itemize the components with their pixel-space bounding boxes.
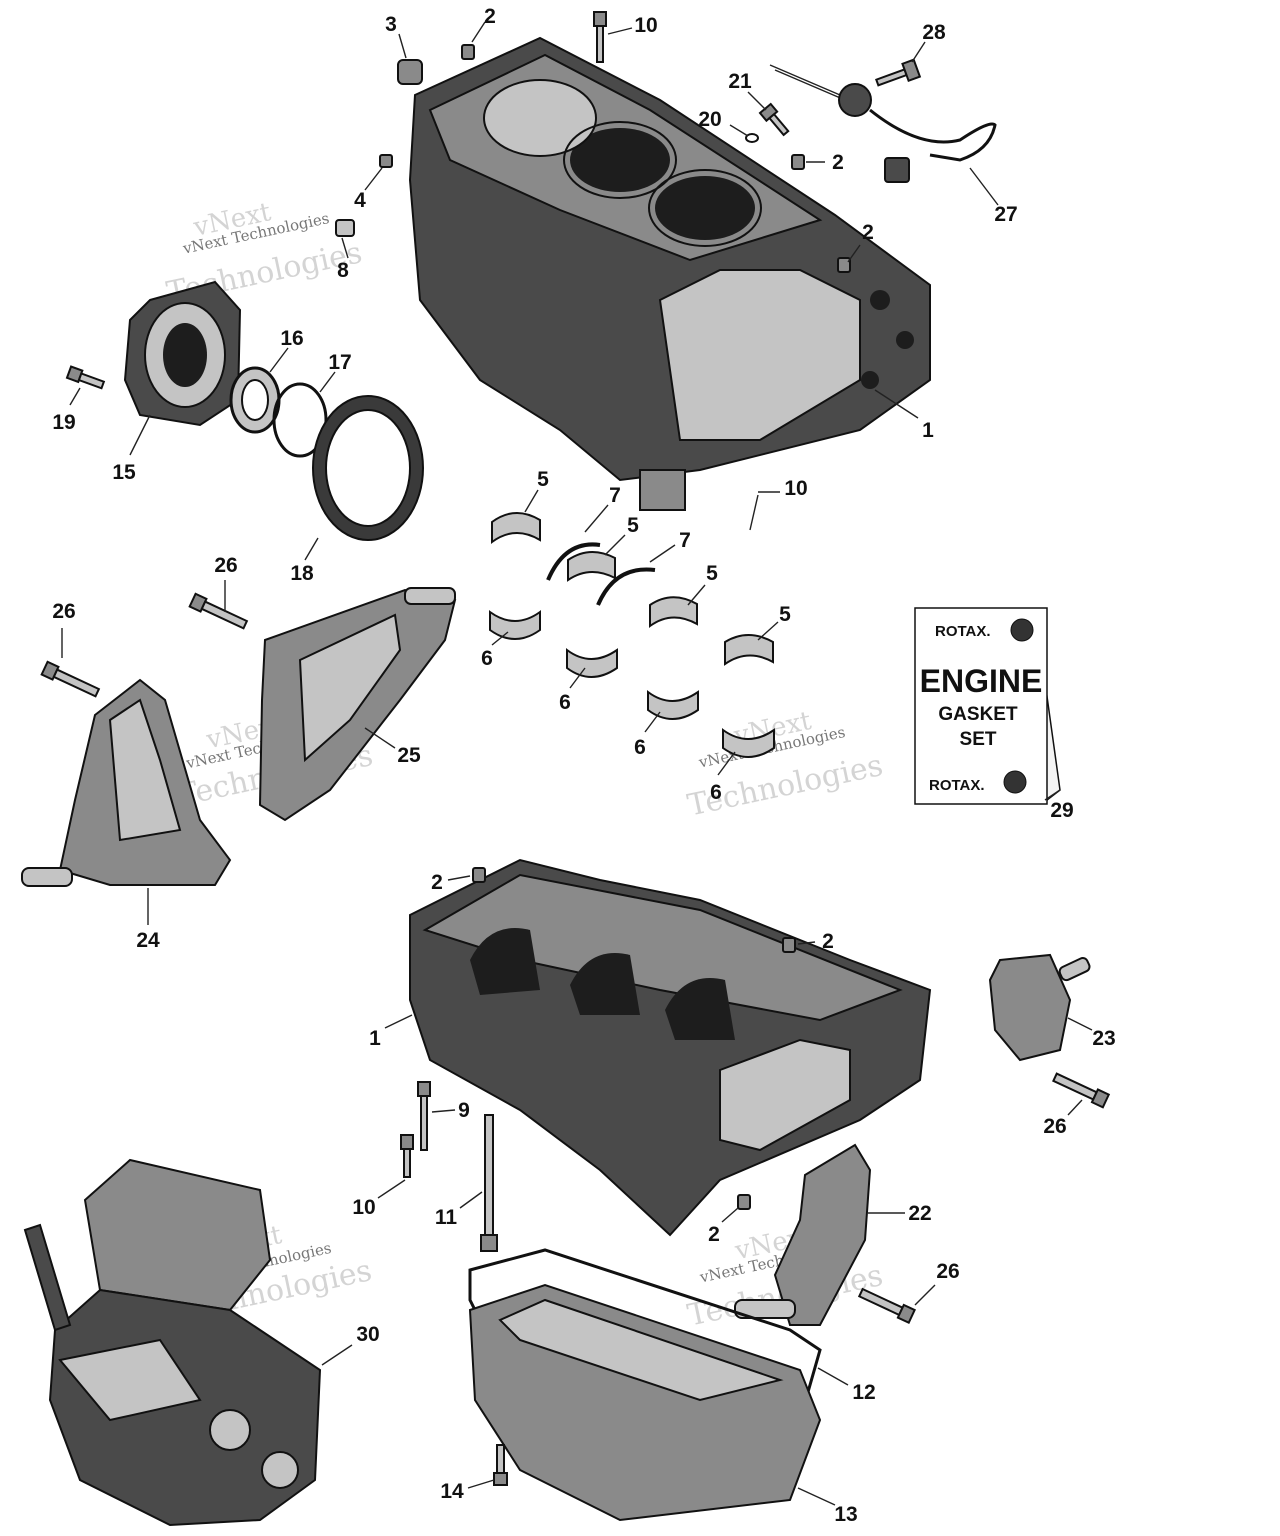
oil-seal-16 xyxy=(229,366,281,434)
callout-10: 10 xyxy=(634,14,657,37)
callout-26: 26 xyxy=(1043,1115,1066,1138)
bolt-26-left-a xyxy=(40,660,101,698)
brp-logo-icon xyxy=(1010,618,1034,642)
callout-17: 17 xyxy=(328,351,351,374)
callout-26: 26 xyxy=(52,600,75,623)
nut-4 xyxy=(379,154,393,168)
callout-5: 5 xyxy=(627,514,639,537)
bolt-26-left-b xyxy=(188,592,249,630)
kit-line-1: ENGINE xyxy=(920,663,1043,699)
callout-1: 1 xyxy=(922,419,934,442)
plug-3 xyxy=(397,59,423,85)
callout-15: 15 xyxy=(112,461,136,484)
dowel-pin-2-lower-a xyxy=(472,867,486,883)
callout-14: 14 xyxy=(440,1480,464,1503)
callout-20: 20 xyxy=(698,108,721,131)
callout-4: 4 xyxy=(354,189,366,212)
callout-9: 9 xyxy=(458,1099,470,1122)
callout-27: 27 xyxy=(994,203,1017,226)
bolt-19 xyxy=(65,365,106,390)
callout-6: 6 xyxy=(481,647,493,670)
plug-8 xyxy=(335,219,355,237)
bolt-28 xyxy=(875,58,922,87)
brp-logo-icon xyxy=(1003,770,1027,794)
bolt-14 xyxy=(493,1444,508,1486)
lower-crankcase xyxy=(409,858,932,1237)
oil-pan-13 xyxy=(468,1283,822,1522)
callout-2: 2 xyxy=(862,221,874,244)
bolt-9 xyxy=(417,1081,431,1151)
leader-lines xyxy=(61,21,1093,1506)
bolt-26-right-a xyxy=(1052,1072,1111,1109)
callout-6: 6 xyxy=(710,781,722,804)
callout-1: 1 xyxy=(369,1027,381,1050)
bolt-10-lower xyxy=(400,1134,414,1178)
bolt-10-top xyxy=(593,11,607,63)
gasket-18 xyxy=(312,395,424,541)
kit-brand-top: ROTAX. xyxy=(935,623,991,640)
gasket-kit-box: ROTAX. ENGINE GASKET SET ROTAX. xyxy=(914,607,1061,805)
engine-mount-24 xyxy=(21,678,232,887)
callout-26: 26 xyxy=(936,1260,959,1283)
cover-15 xyxy=(123,280,242,427)
callout-6: 6 xyxy=(634,736,646,759)
callout-30: 30 xyxy=(356,1323,379,1346)
callout-19: 19 xyxy=(52,411,75,434)
o-ring-20 xyxy=(745,133,759,143)
bracket-22 xyxy=(734,1143,872,1326)
callout-22: 22 xyxy=(908,1202,931,1225)
bolt-11 xyxy=(480,1114,498,1252)
callout-2: 2 xyxy=(822,930,834,953)
callout-2: 2 xyxy=(484,5,496,28)
bracket-23 xyxy=(988,953,1091,1062)
callout-11: 11 xyxy=(435,1206,458,1229)
complete-engine-30 xyxy=(23,1158,322,1527)
callout-labels: 3 2 10 28 21 20 2 27 4 8 2 16 17 19 15 1… xyxy=(52,5,1115,1526)
dowel-pin-2-lower-b xyxy=(782,937,796,953)
callout-16: 16 xyxy=(280,327,303,350)
bolt-26-right-b xyxy=(857,1287,916,1325)
watermark-4: vNext Technologies vNext Technologies xyxy=(684,706,885,824)
dowel-pin-2-lower-c xyxy=(737,1194,751,1210)
engine-mount-25 xyxy=(258,587,457,822)
kit-line-2: GASKET xyxy=(938,704,1018,725)
kit-brand-bottom: ROTAX. xyxy=(929,777,985,794)
callout-13: 13 xyxy=(834,1503,857,1526)
callout-2: 2 xyxy=(708,1223,720,1246)
callout-25: 25 xyxy=(397,744,421,767)
knock-sensor-27 xyxy=(769,64,997,183)
callout-28: 28 xyxy=(922,21,946,44)
callout-21: 21 xyxy=(728,70,752,93)
callout-6: 6 xyxy=(559,691,571,714)
callout-26: 26 xyxy=(214,554,237,577)
callout-29: 29 xyxy=(1050,799,1073,822)
callout-18: 18 xyxy=(290,562,314,585)
callout-2: 2 xyxy=(832,151,844,174)
upper-crankcase xyxy=(408,36,931,511)
callout-8: 8 xyxy=(337,259,349,282)
callout-7: 7 xyxy=(679,529,691,552)
callout-10: 10 xyxy=(352,1196,375,1219)
callout-3: 3 xyxy=(385,13,397,36)
dowel-pin-2-top xyxy=(461,44,475,60)
callout-12: 12 xyxy=(852,1381,875,1404)
callout-5: 5 xyxy=(706,562,718,585)
callout-10: 10 xyxy=(784,477,807,500)
callout-5: 5 xyxy=(537,468,549,491)
bearing-shells xyxy=(489,512,775,758)
callout-23: 23 xyxy=(1092,1027,1115,1050)
dowel-pin-2-right xyxy=(791,154,805,170)
callout-24: 24 xyxy=(136,929,160,952)
kit-line-3: SET xyxy=(960,729,997,750)
dowel-pin-2-mid xyxy=(837,257,851,273)
callout-2: 2 xyxy=(431,871,443,894)
callout-7: 7 xyxy=(609,484,621,507)
callout-5: 5 xyxy=(779,603,791,626)
